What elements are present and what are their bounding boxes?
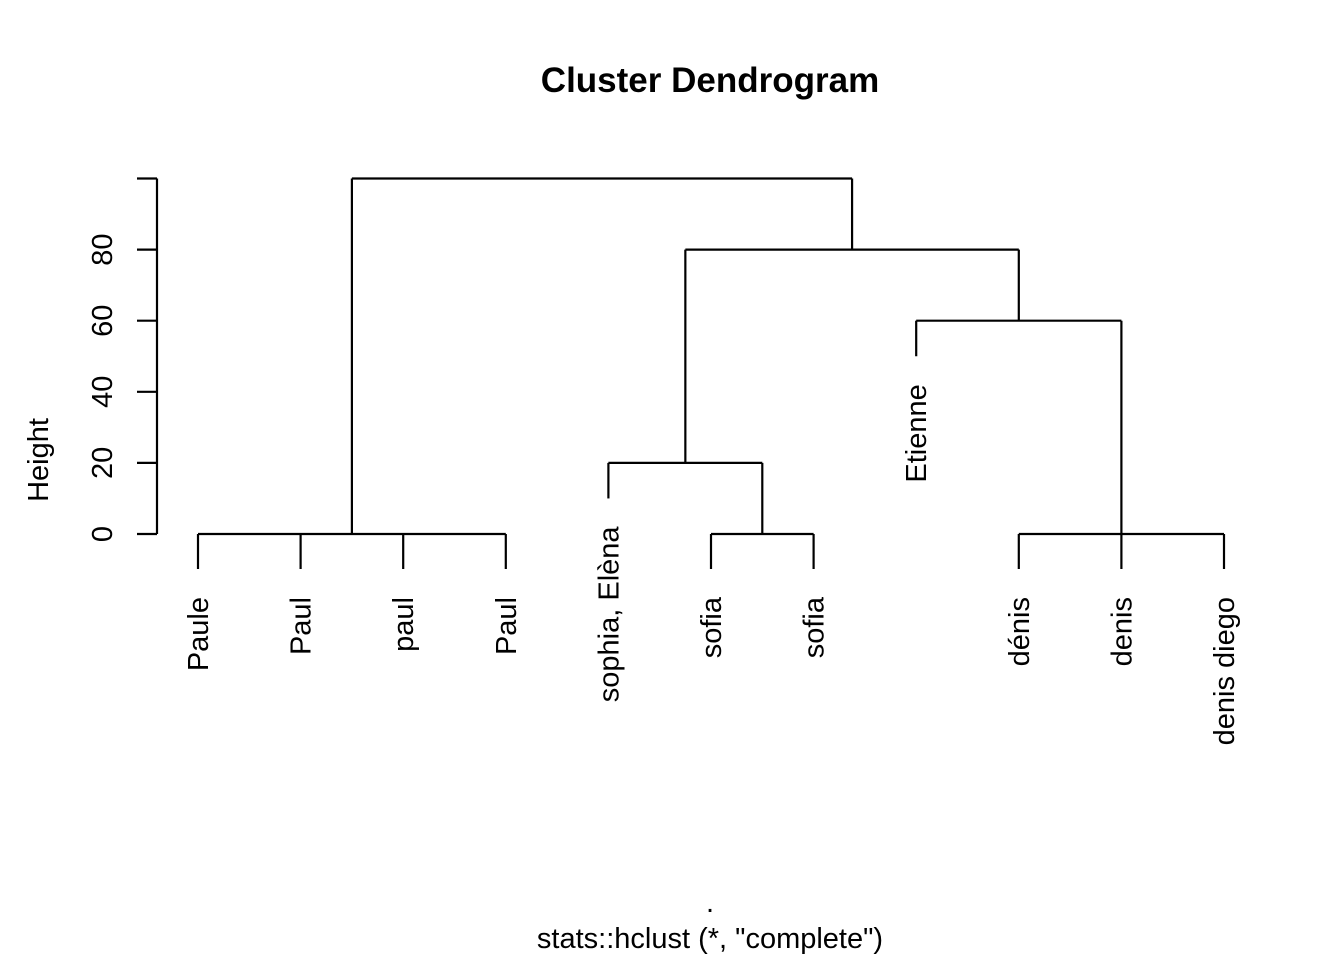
y-tick-label: 40 [87, 376, 119, 408]
leaf-label: Paul [286, 597, 318, 655]
leaf-label: paul [388, 597, 420, 652]
y-tick-label: 20 [87, 447, 119, 479]
y-axis: 0 20 40 60 80 [87, 177, 159, 542]
y-tick-label: 0 [87, 526, 119, 542]
chart-title: Cluster Dendrogram [541, 61, 879, 100]
x-axis-label: . [706, 887, 714, 919]
y-axis-label: Height [23, 418, 55, 502]
leaf-label: sophia, Elèna [593, 526, 625, 703]
leaf-label: dénis [1004, 597, 1036, 666]
leaf-label: denis [1106, 597, 1138, 666]
leaf-label: Paule [183, 597, 215, 671]
leaf-labels: Paule Paul paul Paul sophia, Elèna sofia sofia… [183, 384, 1241, 745]
leaf-label: sofia [799, 596, 831, 658]
leaf-label: Etienne [901, 384, 933, 482]
y-tick-label: 60 [87, 305, 119, 337]
leaf-label: sofia [696, 596, 728, 658]
chart-subtitle: stats::hclust (*, "complete") [537, 923, 883, 955]
leaf-label: denis diego [1209, 597, 1241, 745]
dendrogram-tree [196, 177, 1226, 569]
leaf-label: Paul [491, 597, 523, 655]
y-tick-label: 80 [87, 233, 119, 265]
